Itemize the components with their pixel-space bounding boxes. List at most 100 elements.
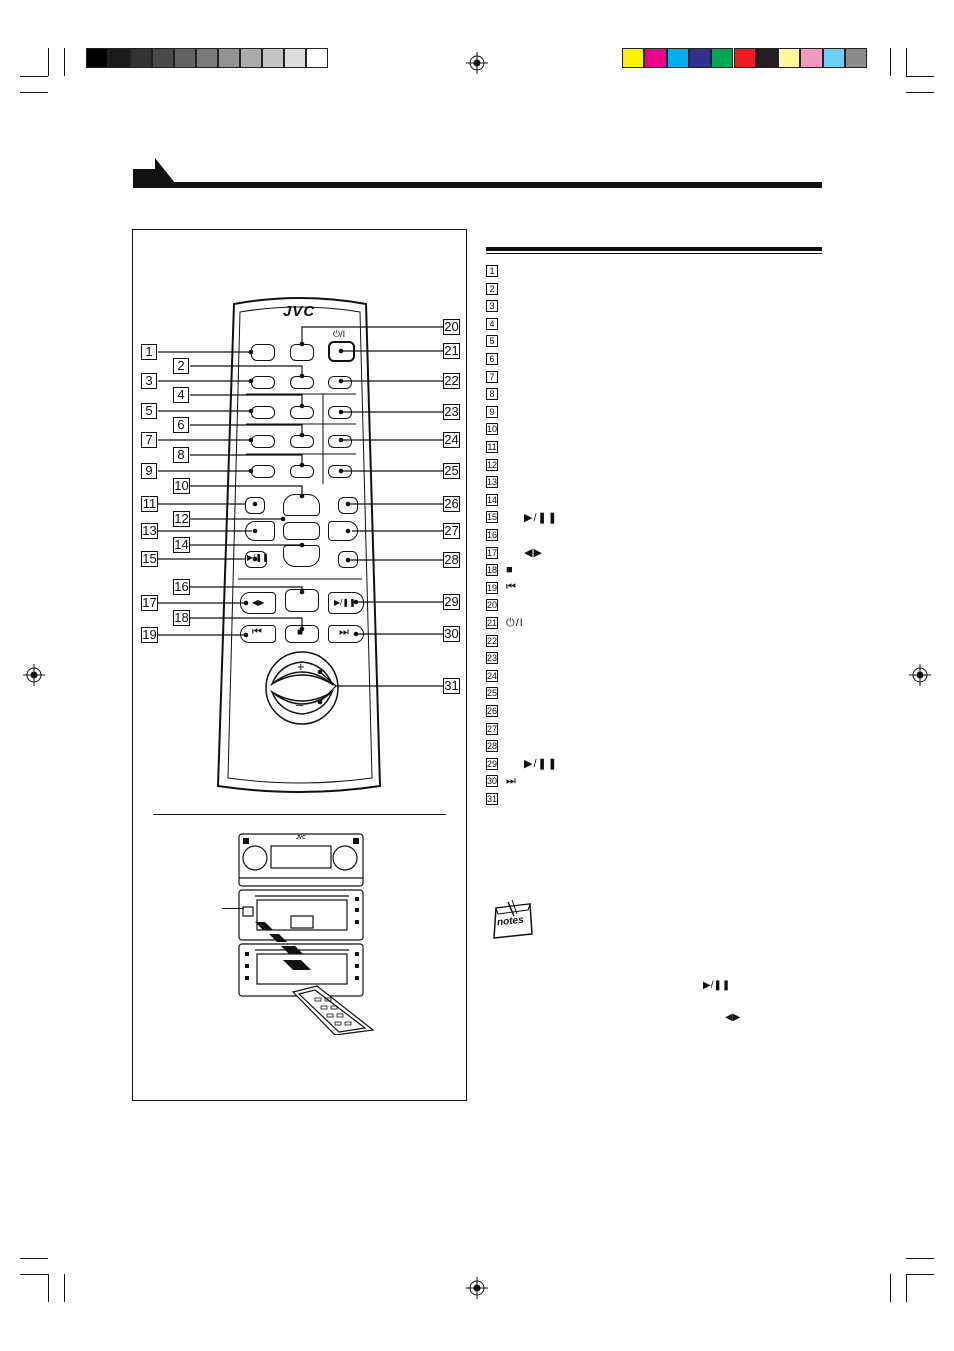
header-rule — [133, 182, 822, 188]
legend-symbol: ◀▶ — [524, 547, 543, 560]
callout-25: 25 — [443, 463, 460, 479]
legend-item: 3 — [486, 299, 506, 313]
callout-6: 6 — [173, 417, 189, 433]
callout-19: 19 — [141, 627, 158, 643]
legend-number: 12 — [486, 458, 498, 471]
registration-mark-icon — [466, 1277, 488, 1299]
prev-icon: ⏮ — [252, 626, 262, 638]
legend-number: 23 — [486, 652, 498, 665]
stereo-system-illustration — [238, 833, 375, 1035]
legend-item: 11 — [486, 440, 506, 454]
color-swatch — [644, 48, 667, 68]
color-swatch — [666, 48, 689, 68]
color-swatch — [800, 48, 823, 68]
legend-item: 31 — [486, 792, 506, 806]
legend-number: 7 — [486, 370, 498, 383]
legend-item: 2 — [486, 282, 506, 296]
notes-tuning-symbol: ◀▶ — [725, 1012, 741, 1023]
gray-swatch — [130, 48, 152, 68]
color-swatch — [733, 48, 756, 68]
remote-play-pause-button-right[interactable] — [328, 592, 364, 614]
callout-13: 13 — [141, 523, 158, 539]
legend-number: 28 — [486, 740, 498, 753]
gray-swatch — [306, 48, 328, 68]
callout-15: 15 — [141, 551, 158, 567]
legend-item: 21⏻/I — [486, 616, 524, 630]
legend-item: 15▶/❚❚ — [486, 510, 558, 524]
legend-item: 26 — [486, 704, 506, 718]
remote-enter-button[interactable] — [283, 522, 320, 540]
play-pause-icon: ▶/❚❚ — [247, 553, 269, 562]
legend-item: 18■ — [486, 563, 514, 577]
callout-8: 8 — [173, 447, 189, 463]
legend-number: 9 — [486, 405, 498, 418]
gray-swatch — [174, 48, 196, 68]
legend-number: 29 — [486, 757, 498, 770]
legend-title-rule-thin — [486, 253, 822, 254]
legend-item: 5 — [486, 334, 506, 348]
legend-number: 3 — [486, 300, 498, 313]
color-swatch — [755, 48, 779, 68]
legend-symbol: ■ — [506, 564, 514, 577]
legend-item: 20 — [486, 598, 506, 612]
figure-separator — [153, 814, 446, 815]
legend-item: 22 — [486, 634, 506, 648]
legend-number: 20 — [486, 599, 498, 612]
legend-number: 24 — [486, 669, 498, 682]
legend-symbol: ▶/❚❚ — [524, 758, 558, 771]
gray-swatch — [262, 48, 284, 68]
section-tab-marker — [133, 158, 175, 183]
gray-swatch — [196, 48, 218, 68]
legend-number: 22 — [486, 634, 498, 647]
callout-29: 29 — [443, 594, 460, 610]
sensor-leader-line — [222, 908, 244, 909]
legend-number: 21 — [486, 617, 498, 629]
legend-item: 7 — [486, 370, 506, 384]
legend-item: 27 — [486, 722, 506, 736]
legend-number: 1 — [486, 265, 498, 277]
volume-minus-label: – — [296, 697, 304, 712]
callout-24: 24 — [443, 432, 460, 448]
color-swatch — [778, 48, 801, 68]
legend-item: 12 — [486, 458, 506, 472]
callout-7: 7 — [141, 432, 157, 448]
legend-number: 19 — [486, 581, 498, 594]
legend-item: 14 — [486, 493, 506, 507]
legend-item: 13 — [486, 475, 506, 489]
remote-prev-button[interactable] — [240, 625, 276, 643]
legend-item: 24 — [486, 669, 506, 683]
legend-number: 10 — [486, 423, 498, 436]
color-swatch — [622, 48, 645, 68]
unit-brand-logo: JVC — [296, 835, 306, 841]
color-swatch — [822, 48, 845, 68]
callout-21: 21 — [443, 343, 460, 359]
callout-18: 18 — [173, 610, 190, 626]
gray-swatch — [240, 48, 262, 68]
callout-12: 12 — [173, 511, 190, 527]
legend-number: 13 — [486, 476, 498, 489]
legend-item: 29 ▶/❚❚ — [486, 757, 558, 771]
registration-mark-icon — [909, 664, 931, 686]
legend-item: 6 — [486, 352, 506, 366]
remote-brand-logo: JVC — [283, 303, 316, 320]
legend-title-rule — [486, 247, 822, 251]
gray-swatch — [284, 48, 306, 68]
legend-number: 15 — [486, 511, 498, 524]
legend-number: 5 — [486, 335, 498, 348]
registration-mark-icon — [466, 52, 488, 74]
play-pause-icon: ▶/❚❚ — [334, 598, 356, 607]
legend-number: 26 — [486, 705, 498, 717]
gray-swatch — [152, 48, 174, 68]
callout-31: 31 — [443, 678, 460, 694]
notes-icon — [493, 900, 533, 939]
legend-item: 4 — [486, 317, 506, 331]
legend-number: 6 — [486, 353, 498, 365]
legend-item: 9 — [486, 405, 506, 419]
legend-number: 11 — [486, 441, 498, 453]
legend-number: 8 — [486, 388, 498, 401]
callout-4: 4 — [173, 387, 189, 403]
legend-number: 31 — [486, 793, 498, 805]
tuning-icon: ◀▶ — [252, 598, 265, 607]
callout-16: 16 — [173, 579, 190, 595]
